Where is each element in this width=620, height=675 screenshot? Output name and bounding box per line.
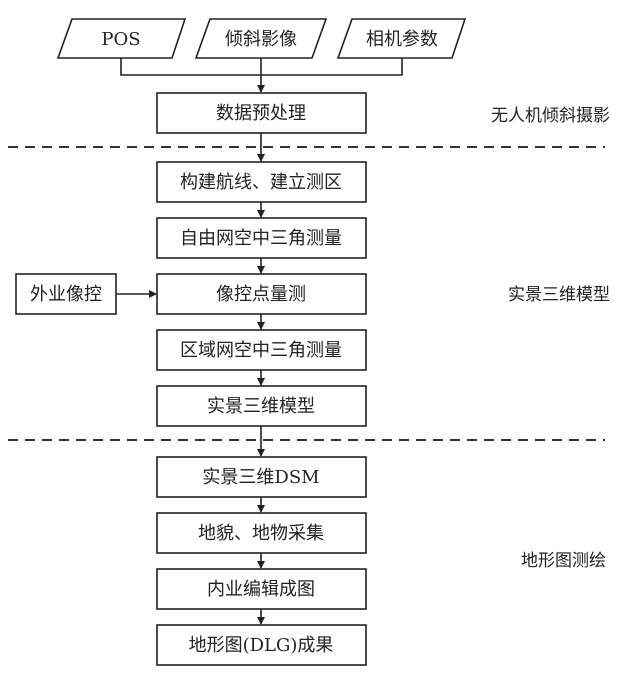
step-box: 区域网空中三角测量 (156, 329, 367, 371)
step-box: 地貌、地物采集 (156, 512, 367, 554)
input-camera-params: 相机参数 (336, 18, 467, 59)
step-box: 实景三维DSM (156, 456, 367, 498)
input-oblique-images-label: 倾斜影像 (225, 29, 297, 50)
step-box-border (156, 624, 367, 666)
input-pos-label: POS (101, 29, 140, 50)
step-box: 自由网空中三角测量 (156, 217, 367, 259)
step-label: 像控点量测 (216, 284, 306, 305)
section-label-uav: 无人机倾斜摄影 (491, 106, 610, 126)
side-input-label: 外业像控 (30, 284, 102, 305)
step-box-border (156, 273, 367, 315)
section-label-topo: 地形图测绘 (521, 551, 606, 571)
step-box-border (156, 92, 367, 134)
step-box: 地形图(DLG)成果 (156, 624, 367, 666)
input-camera-params-label: 相机参数 (366, 29, 438, 50)
step-box-border (156, 512, 367, 554)
step-box: 实景三维模型 (156, 385, 367, 427)
step-label: 地形图(DLG)成果 (189, 635, 334, 656)
step-label: 地貌、地物采集 (198, 523, 324, 544)
step-box: 内业编辑成图 (156, 568, 367, 610)
step-box: 像控点量测 (156, 273, 367, 315)
step-box-border (156, 456, 367, 498)
step-box-border (156, 385, 367, 427)
step-label: 数据预处理 (216, 103, 306, 124)
input-oblique-images: 倾斜影像 (194, 18, 328, 59)
step-label: 内业编辑成图 (207, 579, 315, 600)
step-label: 实景三维模型 (207, 396, 315, 417)
step-label: 区域网空中三角测量 (180, 340, 342, 361)
step-label: 构建航线、建立测区 (180, 172, 342, 193)
step-label: 自由网空中三角测量 (180, 228, 342, 249)
step-box-border (156, 161, 367, 203)
side-input-field-control: 外业像控 (15, 273, 117, 315)
input-pos: POS (56, 18, 187, 59)
step-label: 实景三维DSM (202, 467, 319, 488)
step-box-border (156, 329, 367, 371)
step-box: 数据预处理 (156, 92, 367, 134)
step-box: 构建航线、建立测区 (156, 161, 367, 203)
section-label-3d-model: 实景三维模型 (508, 285, 610, 305)
step-box-border (156, 568, 367, 610)
